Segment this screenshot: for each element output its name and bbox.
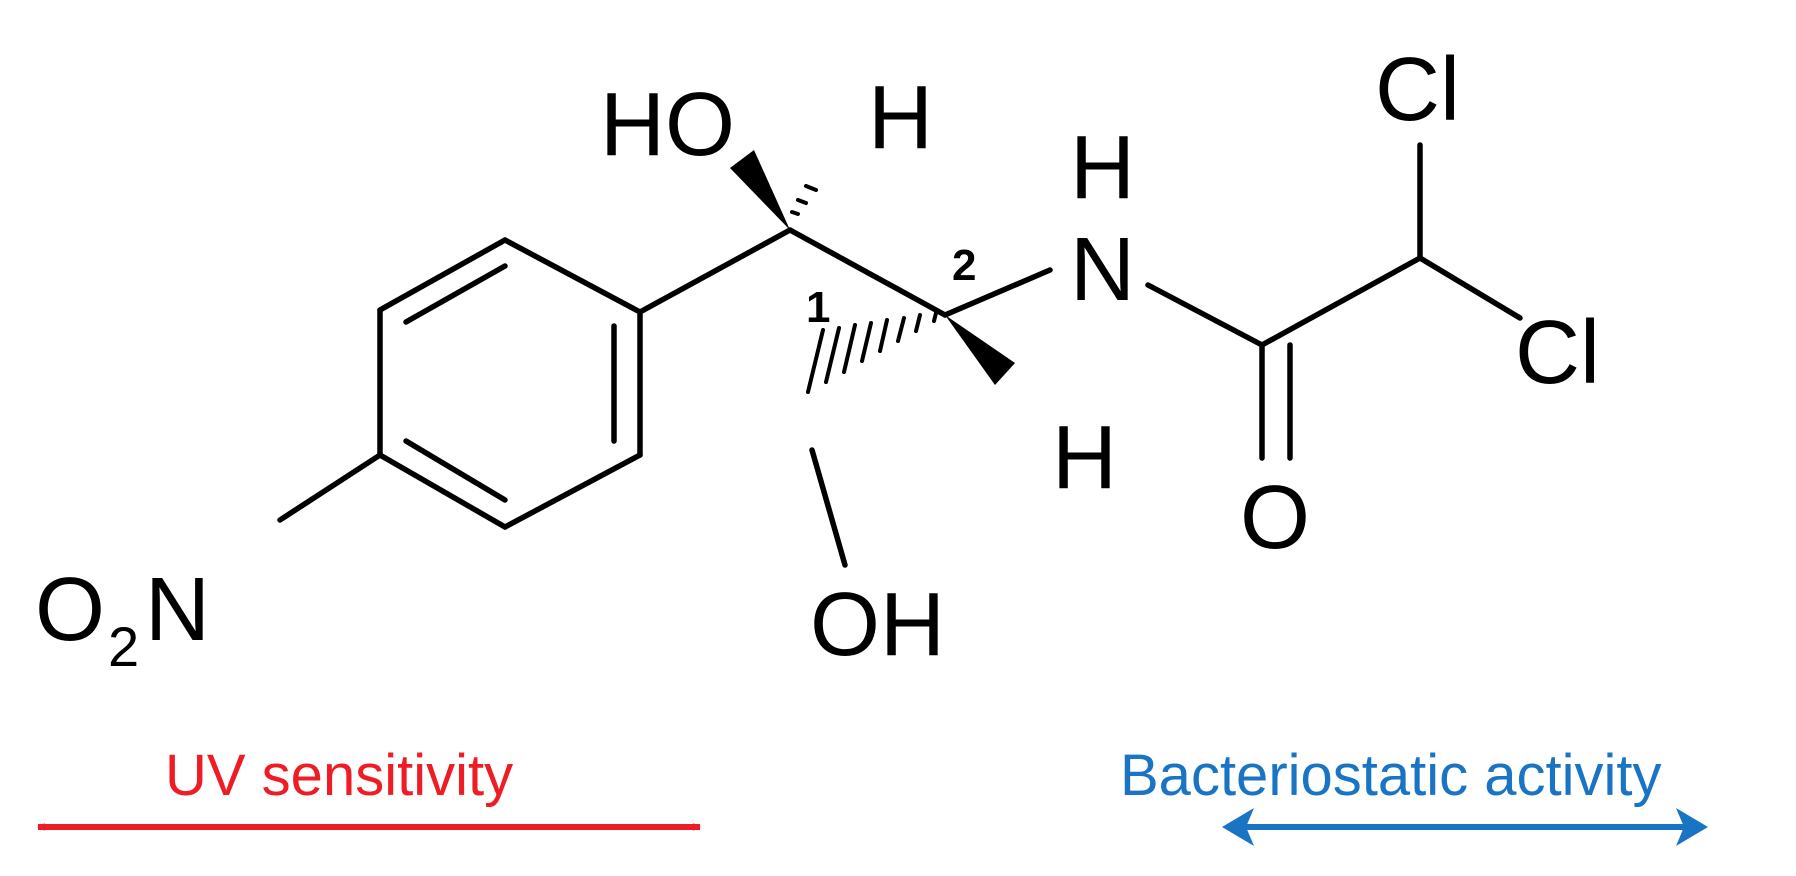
locant-2: 2 — [952, 241, 976, 290]
cl-top-label: Cl — [1375, 40, 1460, 140]
nitro-o-label: O — [35, 560, 105, 660]
c2-ch2-hash-bond — [806, 311, 938, 394]
c2-n-bond — [942, 267, 1053, 318]
locant-1: 1 — [806, 283, 830, 332]
c1-c2-bond — [787, 227, 948, 318]
nitro-subscript: 2 — [108, 615, 139, 678]
ring-bond — [502, 237, 643, 315]
hydroxyl-bottom-label: OH — [810, 575, 945, 675]
cl-right-label: Cl — [1515, 303, 1600, 403]
hydroxyl-top-label: HO — [600, 75, 735, 175]
ring-c1-bond — [637, 227, 793, 315]
c1-hydroxyl-wedge — [730, 150, 790, 230]
h-bottom-label: H — [1052, 408, 1117, 508]
c1-h-hash-bond — [790, 184, 818, 216]
benzene-ring — [377, 237, 643, 530]
ring-nitro-bond — [277, 452, 383, 523]
h-top-label: H — [868, 68, 933, 168]
nitro-n-label: N — [145, 560, 210, 660]
amide-n-label: N — [1070, 220, 1135, 320]
ch-cl-right-bond — [1417, 255, 1523, 321]
ring-bond — [502, 452, 643, 530]
ring-inner-double-bond — [403, 438, 508, 503]
ring-inner-double-bond — [403, 263, 508, 325]
bacteriostatic-activity-label: Bacteriostatic activity — [1120, 743, 1662, 808]
ring-bond — [377, 452, 508, 530]
bacteriostatic-activity-arrow — [1222, 808, 1708, 846]
c2-h-wedge — [945, 315, 1015, 385]
amide-h-label: H — [1070, 118, 1135, 218]
carbonyl-chcl2-bond — [1259, 255, 1423, 348]
ring-bond — [377, 237, 508, 313]
n-carbonyl-bond — [1145, 282, 1265, 348]
uv-sensitivity-label: UV sensitivity — [165, 743, 513, 808]
carbonyl-o-label: O — [1240, 468, 1310, 568]
ch2-oh-bond — [809, 447, 848, 568]
